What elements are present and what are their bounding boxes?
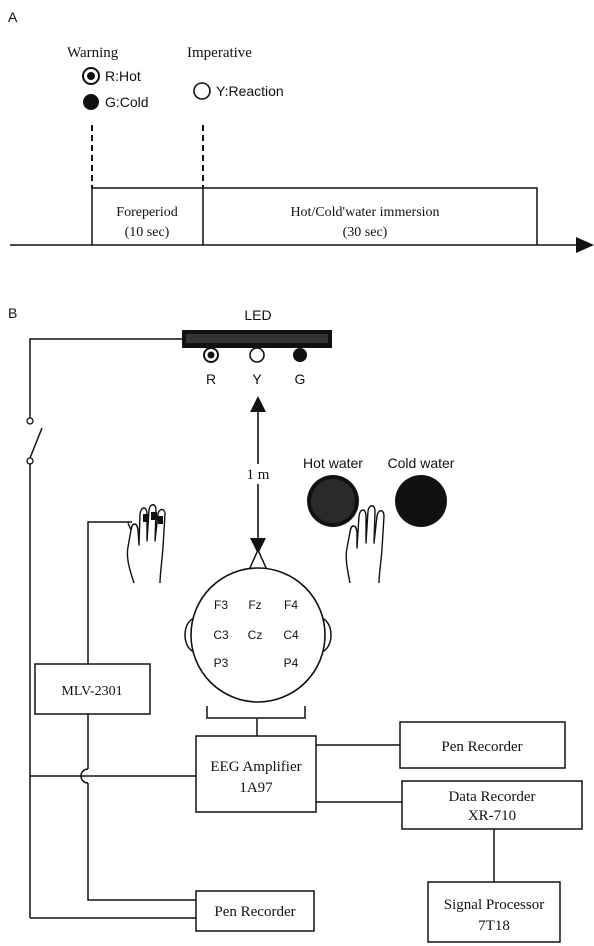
left-hand-icon (126, 504, 166, 584)
switch-bottom-contact (26, 457, 34, 465)
distance-arrow-down-icon (250, 538, 266, 554)
electrode-bracket (206, 706, 306, 719)
imperative-reaction-label: Y:Reaction (216, 83, 284, 99)
hot-signal-icon (82, 67, 100, 85)
foreperiod-block (91, 187, 204, 245)
head-outline (190, 567, 326, 703)
time-axis-arrowhead-icon (576, 237, 594, 253)
signal-processor-box (427, 881, 561, 943)
panel-a: A Warning Imperative R:Hot G:Cold Y:Reac… (8, 9, 594, 253)
panel-a-label: A (8, 9, 18, 25)
signal-processor-model: 7T18 (478, 918, 510, 934)
switch-lever (29, 427, 43, 459)
led-y-label: Y (252, 371, 262, 387)
mlv-to-pen-recorder-wire (87, 783, 196, 901)
electrode-c3: C3 (213, 628, 229, 642)
nose-icon (247, 548, 269, 571)
led-y-icon (249, 347, 265, 363)
electrode-p3: P3 (214, 656, 229, 670)
pen-recorder-top-label: Pen Recorder (441, 739, 522, 755)
hot-water-label: Hot water (303, 455, 363, 471)
panel-b-label: B (8, 305, 17, 321)
electrode-fz: Fz (248, 598, 261, 612)
reaction-signal-icon (193, 82, 211, 100)
mlv-box (34, 663, 151, 715)
immersion-duration: (30 sec) (343, 225, 388, 240)
signal-processor-label: Signal Processor (444, 897, 544, 913)
pen-recorder-bottom-label: Pen Recorder (214, 904, 295, 920)
right-hand-icon (345, 505, 385, 584)
warning-cold-label: G:Cold (105, 94, 149, 110)
distance-arrow-up-icon (250, 396, 266, 412)
imperative-heading: Imperative (187, 45, 252, 61)
immersion-title: Hot/Cold'water immersion (290, 205, 439, 220)
data-recorder-model: XR-710 (468, 808, 516, 824)
foreperiod-title: Foreperiod (116, 205, 177, 220)
eeg-amplifier-model: 1A97 (239, 780, 273, 796)
warning-hot-label: R:Hot (105, 68, 141, 84)
electrode-f4: F4 (284, 598, 298, 612)
immersion-block (203, 187, 538, 245)
finger-electrode-2 (151, 512, 157, 520)
finger-electrode-3 (158, 516, 163, 524)
eeg-amplifier-box (195, 735, 317, 813)
led-g-label: G (295, 371, 306, 387)
led-bar (182, 330, 332, 348)
hot-water-container-icon (307, 475, 359, 527)
finger-electrode-1 (143, 514, 149, 522)
cold-water-container-icon (395, 475, 447, 527)
led-g-icon (293, 348, 307, 362)
pen-recorder-top-box (399, 721, 566, 769)
eeg-amplifier-label: EEG Amplifier (210, 759, 301, 775)
data-recorder-label: Data Recorder (448, 789, 535, 805)
led-r-label: R (206, 371, 216, 387)
head-diagram (184, 548, 332, 703)
electrode-f3: F3 (214, 598, 228, 612)
hand-electrode-wire (87, 521, 132, 664)
electrode-c4: C4 (283, 628, 299, 642)
switch-top-contact (26, 417, 34, 425)
data-recorder-box (401, 780, 583, 830)
warning-heading: Warning (67, 45, 119, 61)
cold-signal-icon (83, 94, 99, 110)
mlv-label: MLV-2301 (61, 684, 122, 699)
distance-label: 1 m (247, 467, 270, 483)
led-wire (29, 338, 182, 418)
electrode-p4: P4 (284, 656, 299, 670)
led-r-icon (203, 347, 219, 363)
led-label: LED (244, 307, 271, 323)
pen-recorder-bottom-box (195, 890, 315, 932)
panel-b: B LED R Y G 1 m Hot water Cold water (8, 305, 583, 943)
foreperiod-duration: (10 sec) (125, 225, 170, 240)
cold-water-label: Cold water (388, 455, 455, 471)
electrode-cz: Cz (248, 628, 263, 642)
